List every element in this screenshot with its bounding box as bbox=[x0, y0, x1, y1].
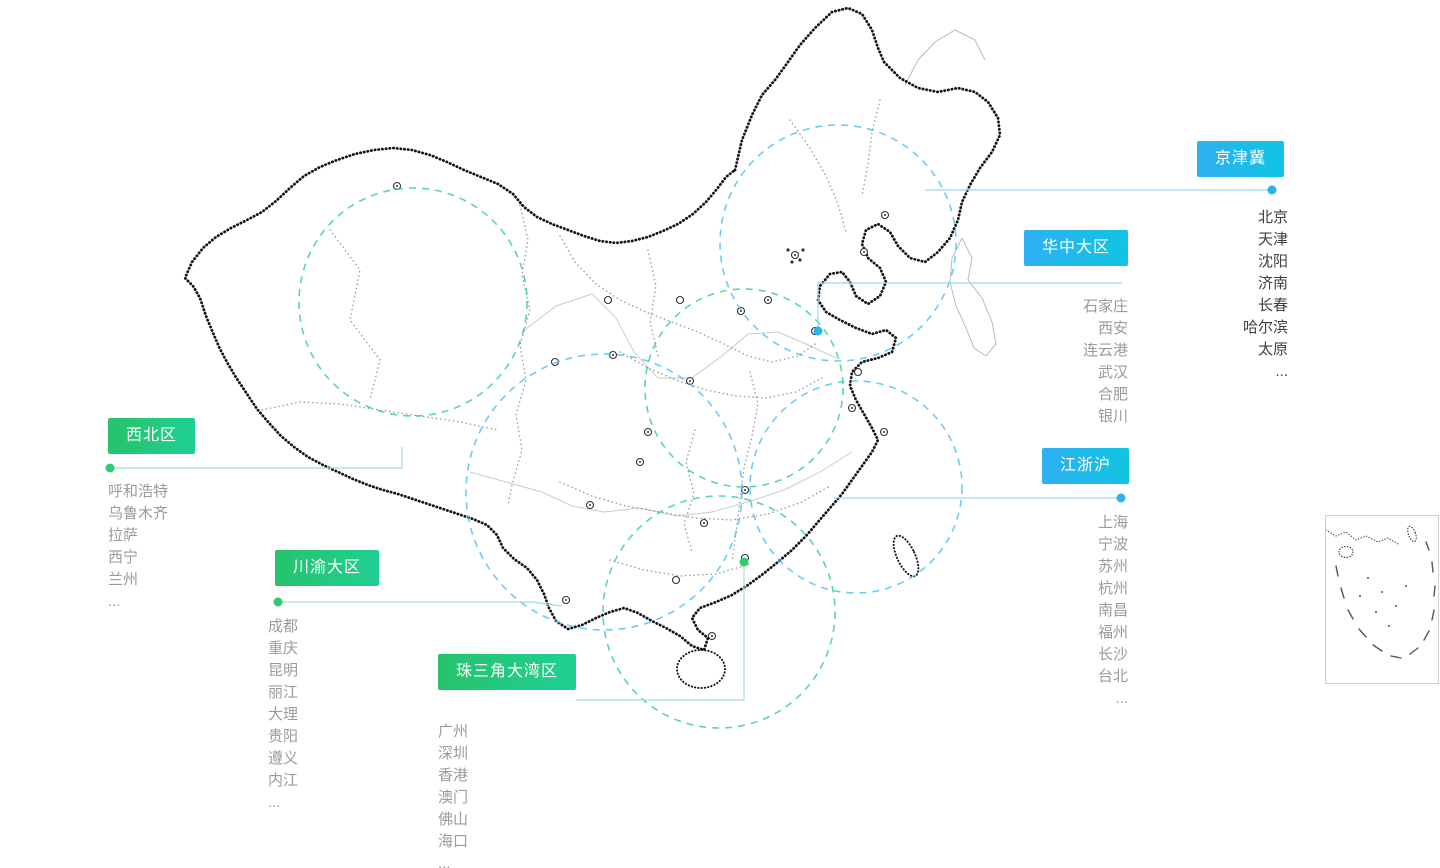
river-lines bbox=[469, 293, 853, 517]
region-label-huazhong[interactable]: 华中大区 bbox=[1024, 230, 1129, 266]
nine-dash-line bbox=[1335, 541, 1436, 659]
city-list-zhusanjiao: 广州 深圳 香港 澳门 佛山 海口 ... bbox=[438, 721, 468, 868]
city-item: 兰州 bbox=[108, 571, 139, 588]
city-item: 杭州 bbox=[1097, 580, 1128, 597]
connector-zhusanjiao bbox=[576, 566, 745, 701]
city-item: 内江 bbox=[268, 772, 299, 789]
city-item: 成都 bbox=[268, 618, 299, 635]
connector-dot-huazhong bbox=[813, 326, 823, 336]
south-china-sea-inset-map bbox=[1325, 525, 1436, 659]
connector-dot-xibei bbox=[105, 463, 115, 473]
city-item-ellipsis: ... bbox=[1115, 690, 1128, 707]
taiwan-island bbox=[892, 534, 920, 578]
city-item: 武汉 bbox=[1097, 364, 1128, 381]
city-item: 天津 bbox=[1257, 231, 1288, 248]
city-item: 长春 bbox=[1257, 297, 1288, 314]
inset-island-dots bbox=[1359, 577, 1407, 627]
connector-dot-jiangzhehu bbox=[1116, 493, 1126, 503]
region-label-xibei[interactable]: 西北区 bbox=[108, 418, 196, 454]
region-circle-xibei bbox=[298, 187, 528, 417]
city-list-jiangzhehu: 上海 宁波 苏州 杭州 南昌 福州 长沙 台北 ... bbox=[1098, 512, 1128, 710]
city-item: 连云港 bbox=[1082, 342, 1128, 359]
city-list-chuanyu: 成都 重庆 昆明 丽江 大理 贵阳 遵义 内江 ... bbox=[268, 616, 298, 814]
city-item-ellipsis: ... bbox=[1275, 363, 1288, 380]
city-item: 乌鲁木齐 bbox=[108, 505, 169, 522]
city-marker-dots bbox=[396, 185, 886, 637]
city-item-ellipsis: ... bbox=[108, 593, 121, 610]
china-outline bbox=[183, 6, 1002, 652]
region-circles bbox=[298, 124, 963, 729]
city-item: 沈阳 bbox=[1257, 253, 1288, 270]
city-item-ellipsis: ... bbox=[438, 855, 451, 868]
city-item: 丽江 bbox=[268, 684, 299, 701]
city-item: 西宁 bbox=[108, 549, 139, 566]
city-item: 北京 bbox=[1257, 209, 1288, 226]
city-item: 合肥 bbox=[1097, 386, 1128, 403]
inset-hainan-island bbox=[1338, 545, 1354, 559]
city-item: 长沙 bbox=[1097, 646, 1128, 663]
connector-lines bbox=[114, 189, 1270, 701]
region-label-zhusanjiao[interactable]: 珠三角大湾区 bbox=[438, 654, 577, 690]
city-item: 石家庄 bbox=[1082, 298, 1128, 315]
city-list-jingjinji: 北京 天津 沈阳 济南 长春 哈尔滨 太原 ... bbox=[1243, 207, 1288, 383]
city-item: 重庆 bbox=[268, 640, 299, 657]
city-item: 呼和浩特 bbox=[108, 483, 169, 500]
city-item: 海口 bbox=[438, 833, 469, 850]
city-item: 上海 bbox=[1097, 514, 1128, 531]
city-list-huazhong: 石家庄 西安 连云港 武汉 合肥 银川 bbox=[1083, 296, 1128, 428]
city-list-xibei: 呼和浩特 乌鲁木齐 拉萨 西宁 兰州 ... bbox=[108, 481, 168, 613]
city-item: 佛山 bbox=[438, 811, 469, 828]
connector-xibei bbox=[114, 447, 403, 469]
region-circle-huazhong bbox=[644, 288, 844, 488]
connector-chuanyu bbox=[282, 601, 563, 607]
city-item-ellipsis: ... bbox=[268, 794, 281, 811]
connector-dots bbox=[105, 185, 1277, 607]
city-item: 贵阳 bbox=[268, 728, 299, 745]
city-markers bbox=[392, 181, 890, 641]
city-item: 西安 bbox=[1097, 320, 1128, 337]
city-item: 昆明 bbox=[268, 662, 299, 679]
inset-taiwan-island bbox=[1407, 525, 1417, 543]
city-item: 深圳 bbox=[438, 745, 469, 762]
korea-outline bbox=[904, 29, 997, 357]
region-label-jiangzhehu[interactable]: 江浙沪 bbox=[1042, 448, 1130, 484]
city-item: 遵义 bbox=[268, 750, 299, 767]
city-item: 济南 bbox=[1257, 275, 1288, 292]
city-item: 南昌 bbox=[1097, 602, 1128, 619]
south-china-sea-inset bbox=[1325, 515, 1439, 684]
city-item: 苏州 bbox=[1097, 558, 1128, 575]
city-item: 大理 bbox=[268, 706, 299, 723]
region-circle-jingjinji bbox=[719, 124, 957, 362]
city-item: 拉萨 bbox=[108, 527, 139, 544]
connector-dot-chuanyu bbox=[273, 597, 283, 607]
connector-dot-zhusanjiao bbox=[739, 557, 749, 567]
region-circle-jiangzhehu bbox=[749, 380, 963, 594]
city-item: 澳门 bbox=[438, 789, 469, 806]
region-label-chuanyu[interactable]: 川渝大区 bbox=[275, 550, 380, 586]
region-label-jingjinji[interactable]: 京津冀 bbox=[1197, 141, 1285, 177]
city-item: 太原 bbox=[1257, 341, 1288, 358]
city-item: 哈尔滨 bbox=[1242, 319, 1288, 336]
city-item: 广州 bbox=[438, 723, 469, 740]
city-item: 福州 bbox=[1097, 624, 1128, 641]
inset-coastline bbox=[1325, 529, 1399, 545]
city-item: 银川 bbox=[1097, 408, 1128, 425]
city-item: 宁波 bbox=[1097, 536, 1128, 553]
connector-huazhong bbox=[817, 282, 1122, 327]
city-item: 香港 bbox=[438, 767, 469, 784]
hainan-island bbox=[676, 649, 726, 689]
connector-dot-jingjinji bbox=[1267, 185, 1277, 195]
region-circle-chuanyu bbox=[465, 353, 743, 631]
region-circle-zhusanjiao bbox=[602, 495, 836, 729]
city-item: 台北 bbox=[1097, 668, 1128, 685]
province-borders bbox=[261, 99, 881, 577]
